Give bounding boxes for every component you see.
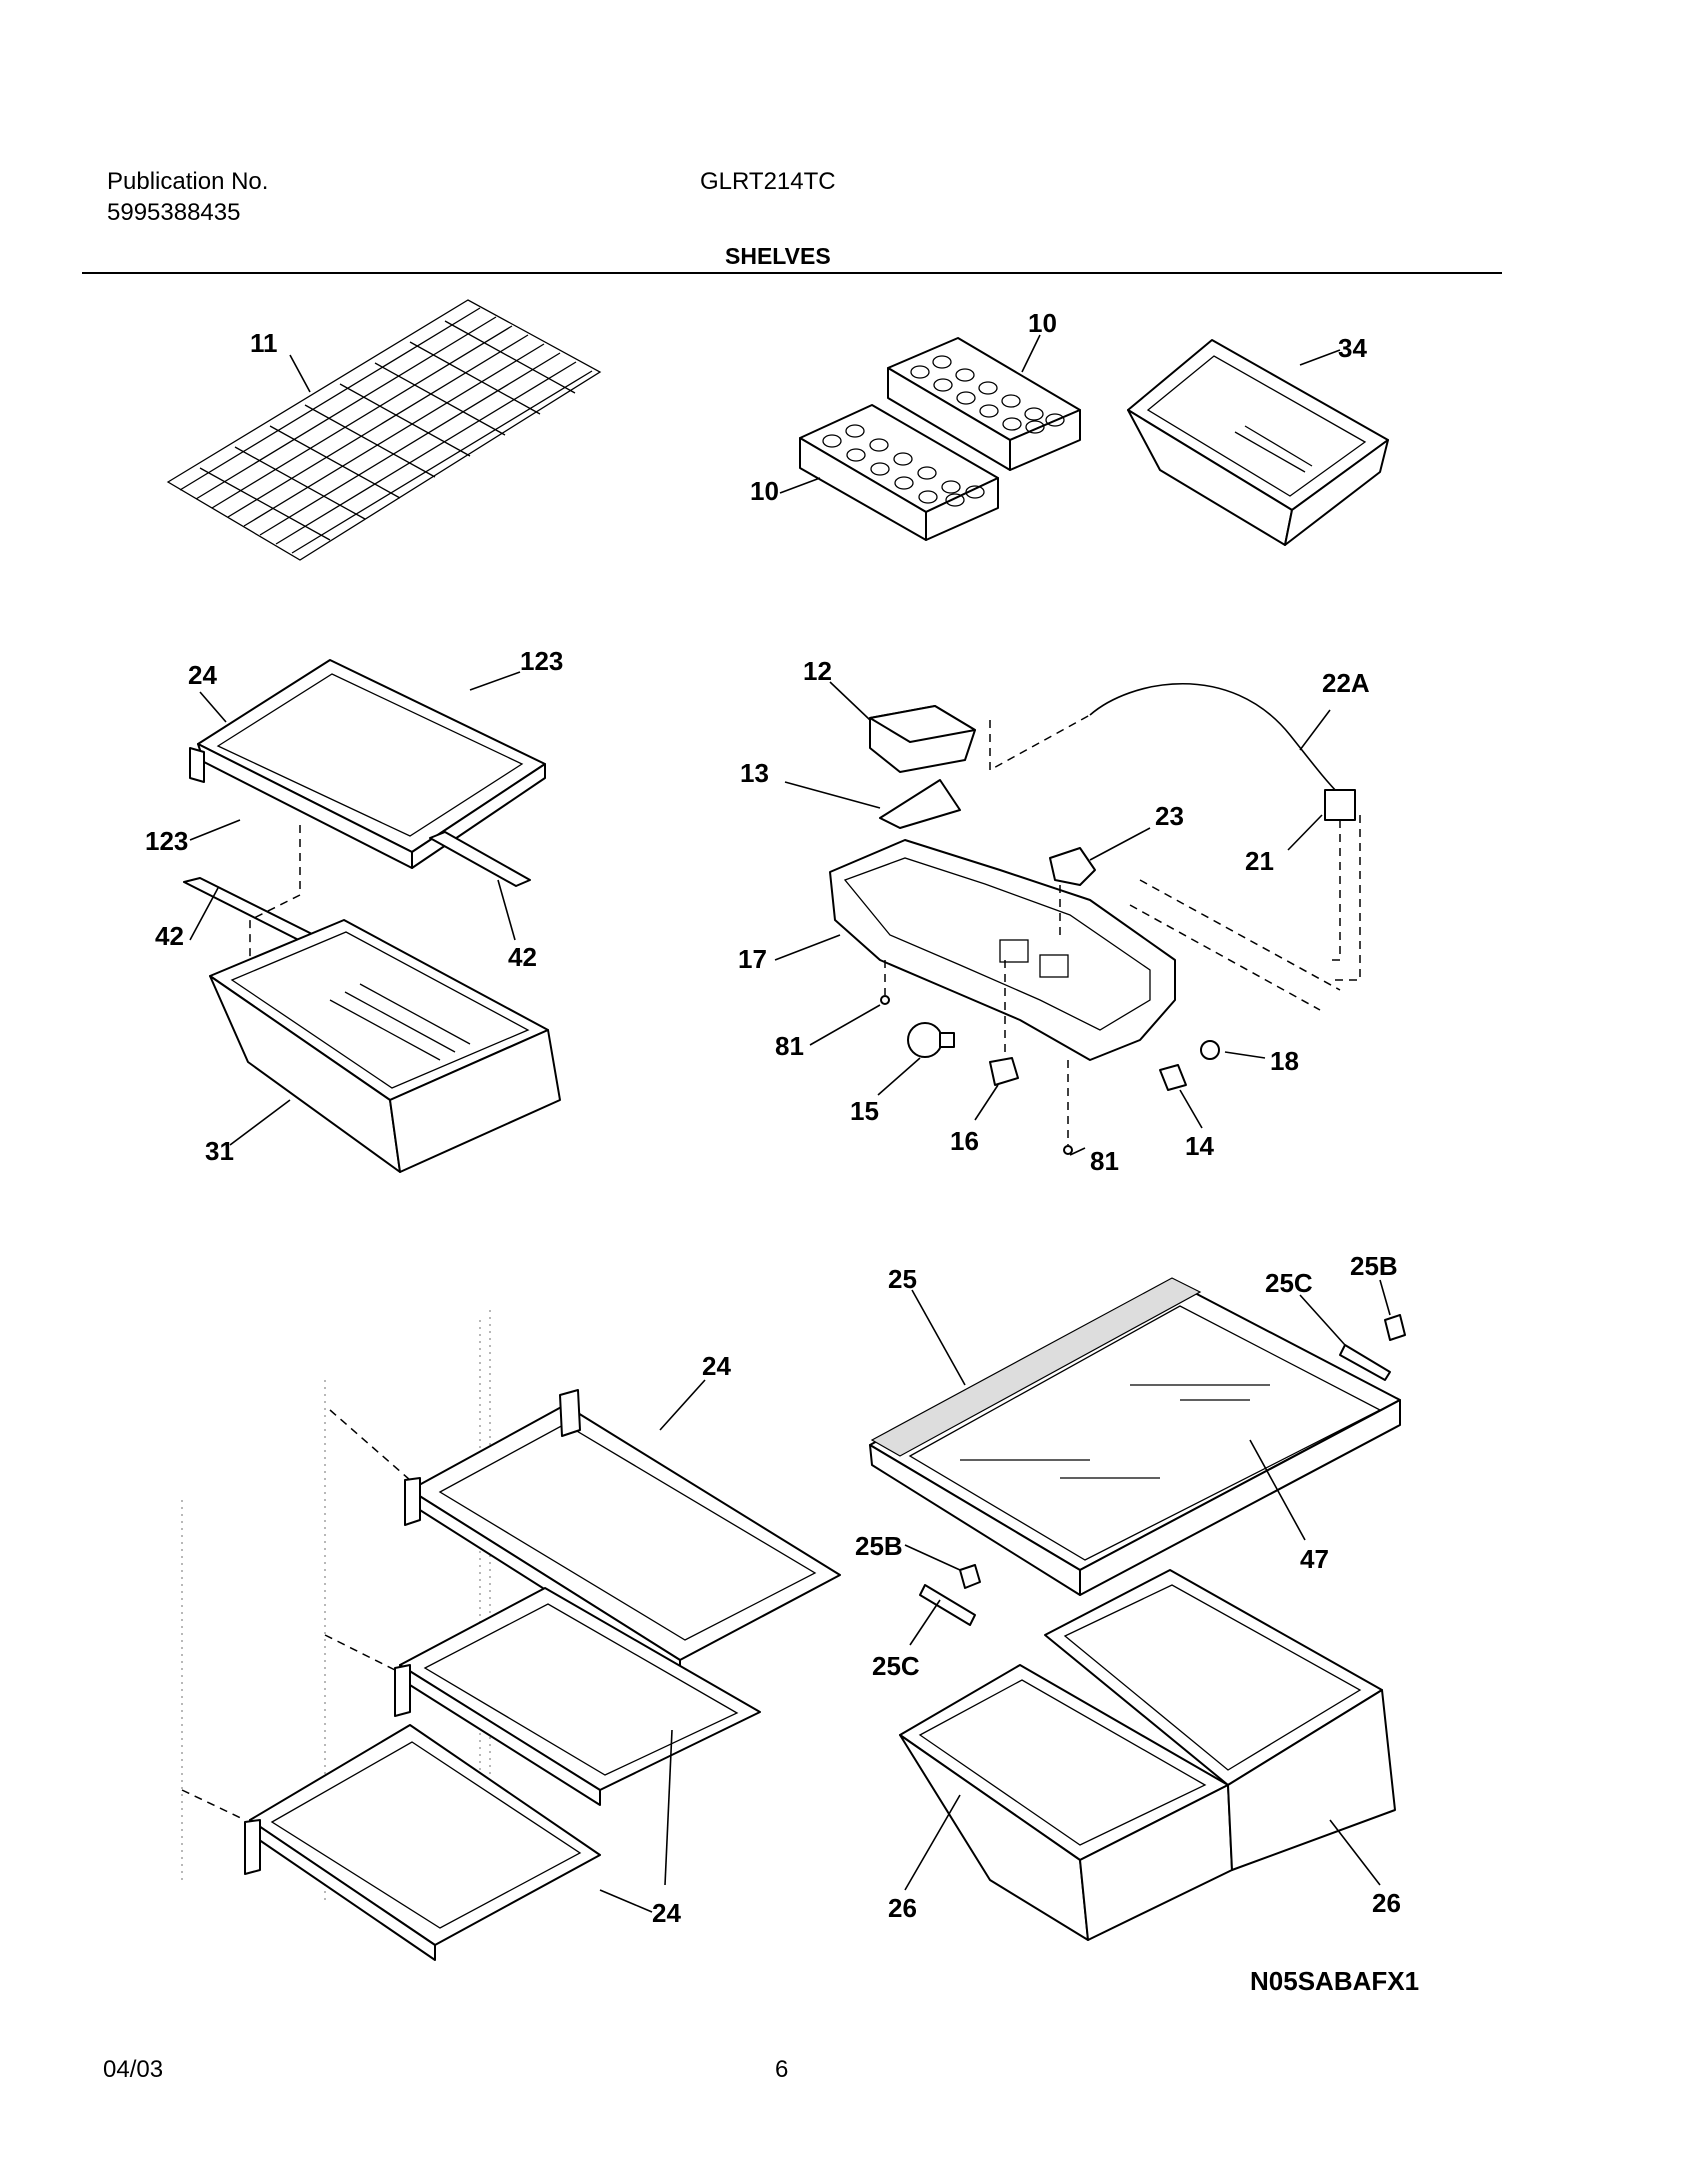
wire-shelf-11 [166, 299, 602, 561]
callout-22A: 22A [1322, 668, 1370, 698]
callout-16: 16 [950, 1126, 979, 1156]
callout-17: 17 [738, 944, 767, 974]
callout-10-upper: 10 [1028, 308, 1057, 338]
bracket-25C [909, 1294, 1391, 1646]
callout-12: 12 [803, 656, 832, 686]
callout-14: 14 [1185, 1131, 1214, 1161]
ice-bucket-12 [829, 681, 976, 773]
ice-tray-upper-10 [887, 337, 1081, 471]
callout-24-bottom-shelves: 24 [652, 1898, 681, 1928]
dispenser-housing-17 [774, 839, 1176, 1061]
crisper-pan-26-right [1044, 1569, 1396, 1886]
shelf-24-middle [324, 1587, 761, 1886]
header-rule [82, 272, 1502, 274]
callout-123-lower: 123 [145, 826, 188, 856]
callout-81-right: 81 [1090, 1146, 1119, 1176]
callout-25B-lower: 25B [855, 1531, 903, 1561]
crisper-cover-25 [869, 1277, 1401, 1596]
crisper-pan-26-left [899, 1664, 1233, 1941]
callout-25C-lower: 25C [872, 1651, 920, 1681]
footer-date: 04/03 [103, 2056, 164, 2083]
callout-31: 31 [205, 1136, 234, 1166]
lamp-socket-18 [1200, 1040, 1266, 1060]
wire-harness-22A [989, 682, 1341, 796]
publication-number: 5995388435 [107, 199, 241, 226]
callout-18: 18 [1270, 1046, 1299, 1076]
callout-13: 13 [740, 758, 769, 788]
callout-81-left: 81 [775, 1031, 804, 1061]
callout-24-upper: 24 [188, 660, 217, 690]
shelf-24-bottom [181, 1724, 653, 1961]
connector-21 [1287, 789, 1361, 981]
socket-16 [974, 960, 1019, 1121]
callout-34: 34 [1338, 333, 1367, 363]
switch-14 [1159, 1064, 1203, 1129]
callout-123-upper: 123 [520, 646, 563, 676]
callout-26-left: 26 [888, 1893, 917, 1923]
callout-21: 21 [1245, 846, 1274, 876]
fasteners-81 [809, 960, 1086, 1156]
callout-25: 25 [888, 1264, 917, 1294]
footer-page: 6 [775, 2056, 789, 2083]
callout-25C-upper: 25C [1265, 1268, 1313, 1298]
chute-13 [784, 779, 961, 829]
figure-code: N05SABAFX1 [1250, 1966, 1419, 1996]
ice-tray-lower-10 [799, 404, 999, 541]
callout-10-lower: 10 [750, 476, 779, 506]
lamp-15 [877, 1022, 955, 1096]
cabinet-liner-ghost [181, 1310, 491, 1900]
crisper-cover-24 [189, 659, 546, 869]
bin-34 [1127, 339, 1389, 546]
callout-25B-upper: 25B [1350, 1251, 1398, 1281]
callout-11: 11 [250, 328, 278, 358]
callout-24-top-shelf: 24 [702, 1351, 731, 1381]
clip-25B [904, 1279, 1406, 1589]
callout-47: 47 [1300, 1544, 1329, 1574]
publication-label: Publication No. [107, 168, 269, 195]
model-number: GLRT214TC [700, 168, 836, 195]
callout-23: 23 [1155, 801, 1184, 831]
callout-15: 15 [850, 1096, 879, 1126]
switch-23 [1049, 827, 1341, 1011]
callout-26-right: 26 [1372, 1888, 1401, 1918]
crisper-drawer-31 [209, 919, 561, 1173]
callout-42-left: 42 [155, 921, 184, 951]
callout-42-right: 42 [508, 942, 537, 972]
section-title: SHELVES [725, 243, 831, 269]
